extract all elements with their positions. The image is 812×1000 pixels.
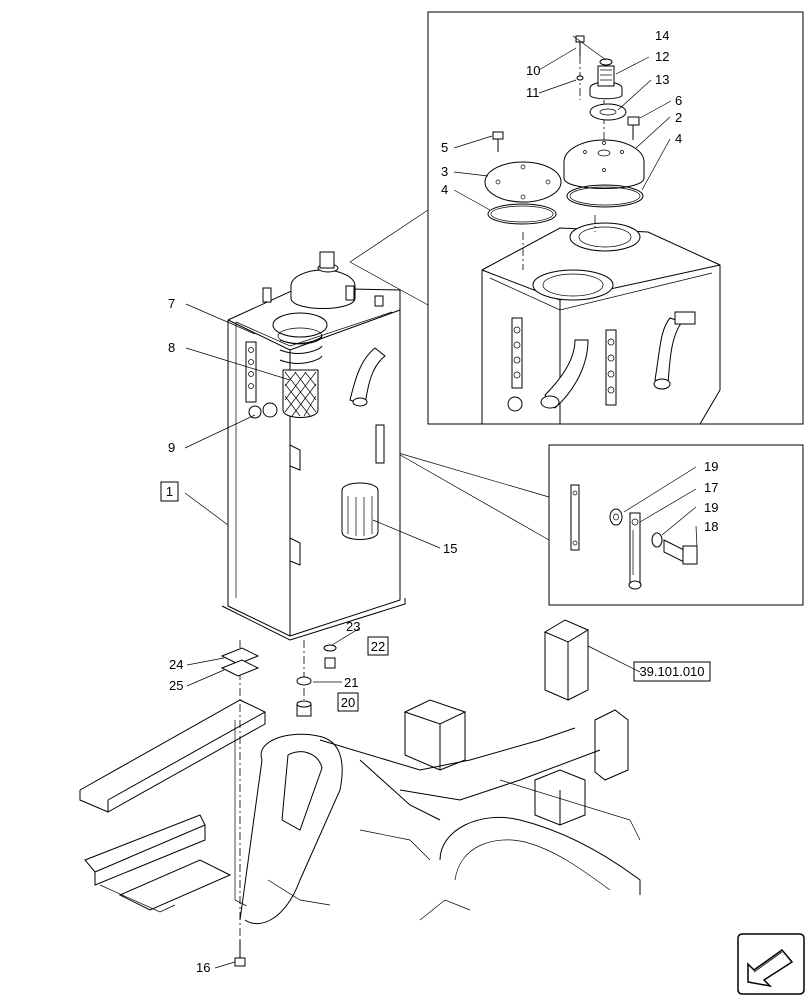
callout-25: 25 xyxy=(169,678,183,693)
callout-box-22 xyxy=(367,636,389,656)
callout-15: 15 xyxy=(443,541,457,556)
callout-22: 22 xyxy=(371,639,385,654)
drain-hardware xyxy=(220,640,337,967)
detail-inset-top xyxy=(349,11,804,425)
hydraulic-tank xyxy=(221,251,406,641)
callout-19-bottom: 19 xyxy=(704,500,718,515)
callout-11: 11 xyxy=(526,85,540,100)
callout-17: 17 xyxy=(704,480,718,495)
callout-1: 1 xyxy=(166,484,173,499)
callout-21: 21 xyxy=(344,675,358,690)
callouts: 1 7 8 9 15 23 22 21 20 24 25 16 10 11 14… xyxy=(160,28,718,975)
callout-4-right: 4 xyxy=(675,131,682,146)
callout-8: 8 xyxy=(168,340,175,355)
next-page-arrow-icon[interactable] xyxy=(737,933,805,995)
callout-7: 7 xyxy=(168,296,175,311)
callout-box-20 xyxy=(337,692,359,712)
reference-label[interactable]: 39.101.010 xyxy=(639,664,704,679)
callout-18: 18 xyxy=(704,519,718,534)
callout-6: 6 xyxy=(675,93,682,108)
callout-24: 24 xyxy=(169,657,183,672)
callout-9: 9 xyxy=(168,440,175,455)
callout-5: 5 xyxy=(441,140,448,155)
reference-box xyxy=(633,661,711,682)
callout-10: 10 xyxy=(526,63,540,78)
callout-12: 12 xyxy=(655,49,669,64)
callout-19-top: 19 xyxy=(704,459,718,474)
callout-3: 3 xyxy=(441,164,448,179)
callout-23: 23 xyxy=(346,619,360,634)
machine-frame xyxy=(79,619,641,925)
callout-20: 20 xyxy=(341,695,355,710)
callout-16: 16 xyxy=(196,960,210,975)
callout-4-left: 4 xyxy=(441,182,448,197)
leader-lines xyxy=(184,35,698,969)
callout-13: 13 xyxy=(655,72,669,87)
callout-2: 2 xyxy=(675,110,682,125)
callout-14: 14 xyxy=(655,28,669,43)
callout-box-1 xyxy=(160,481,179,502)
detail-inset-side xyxy=(394,444,804,606)
